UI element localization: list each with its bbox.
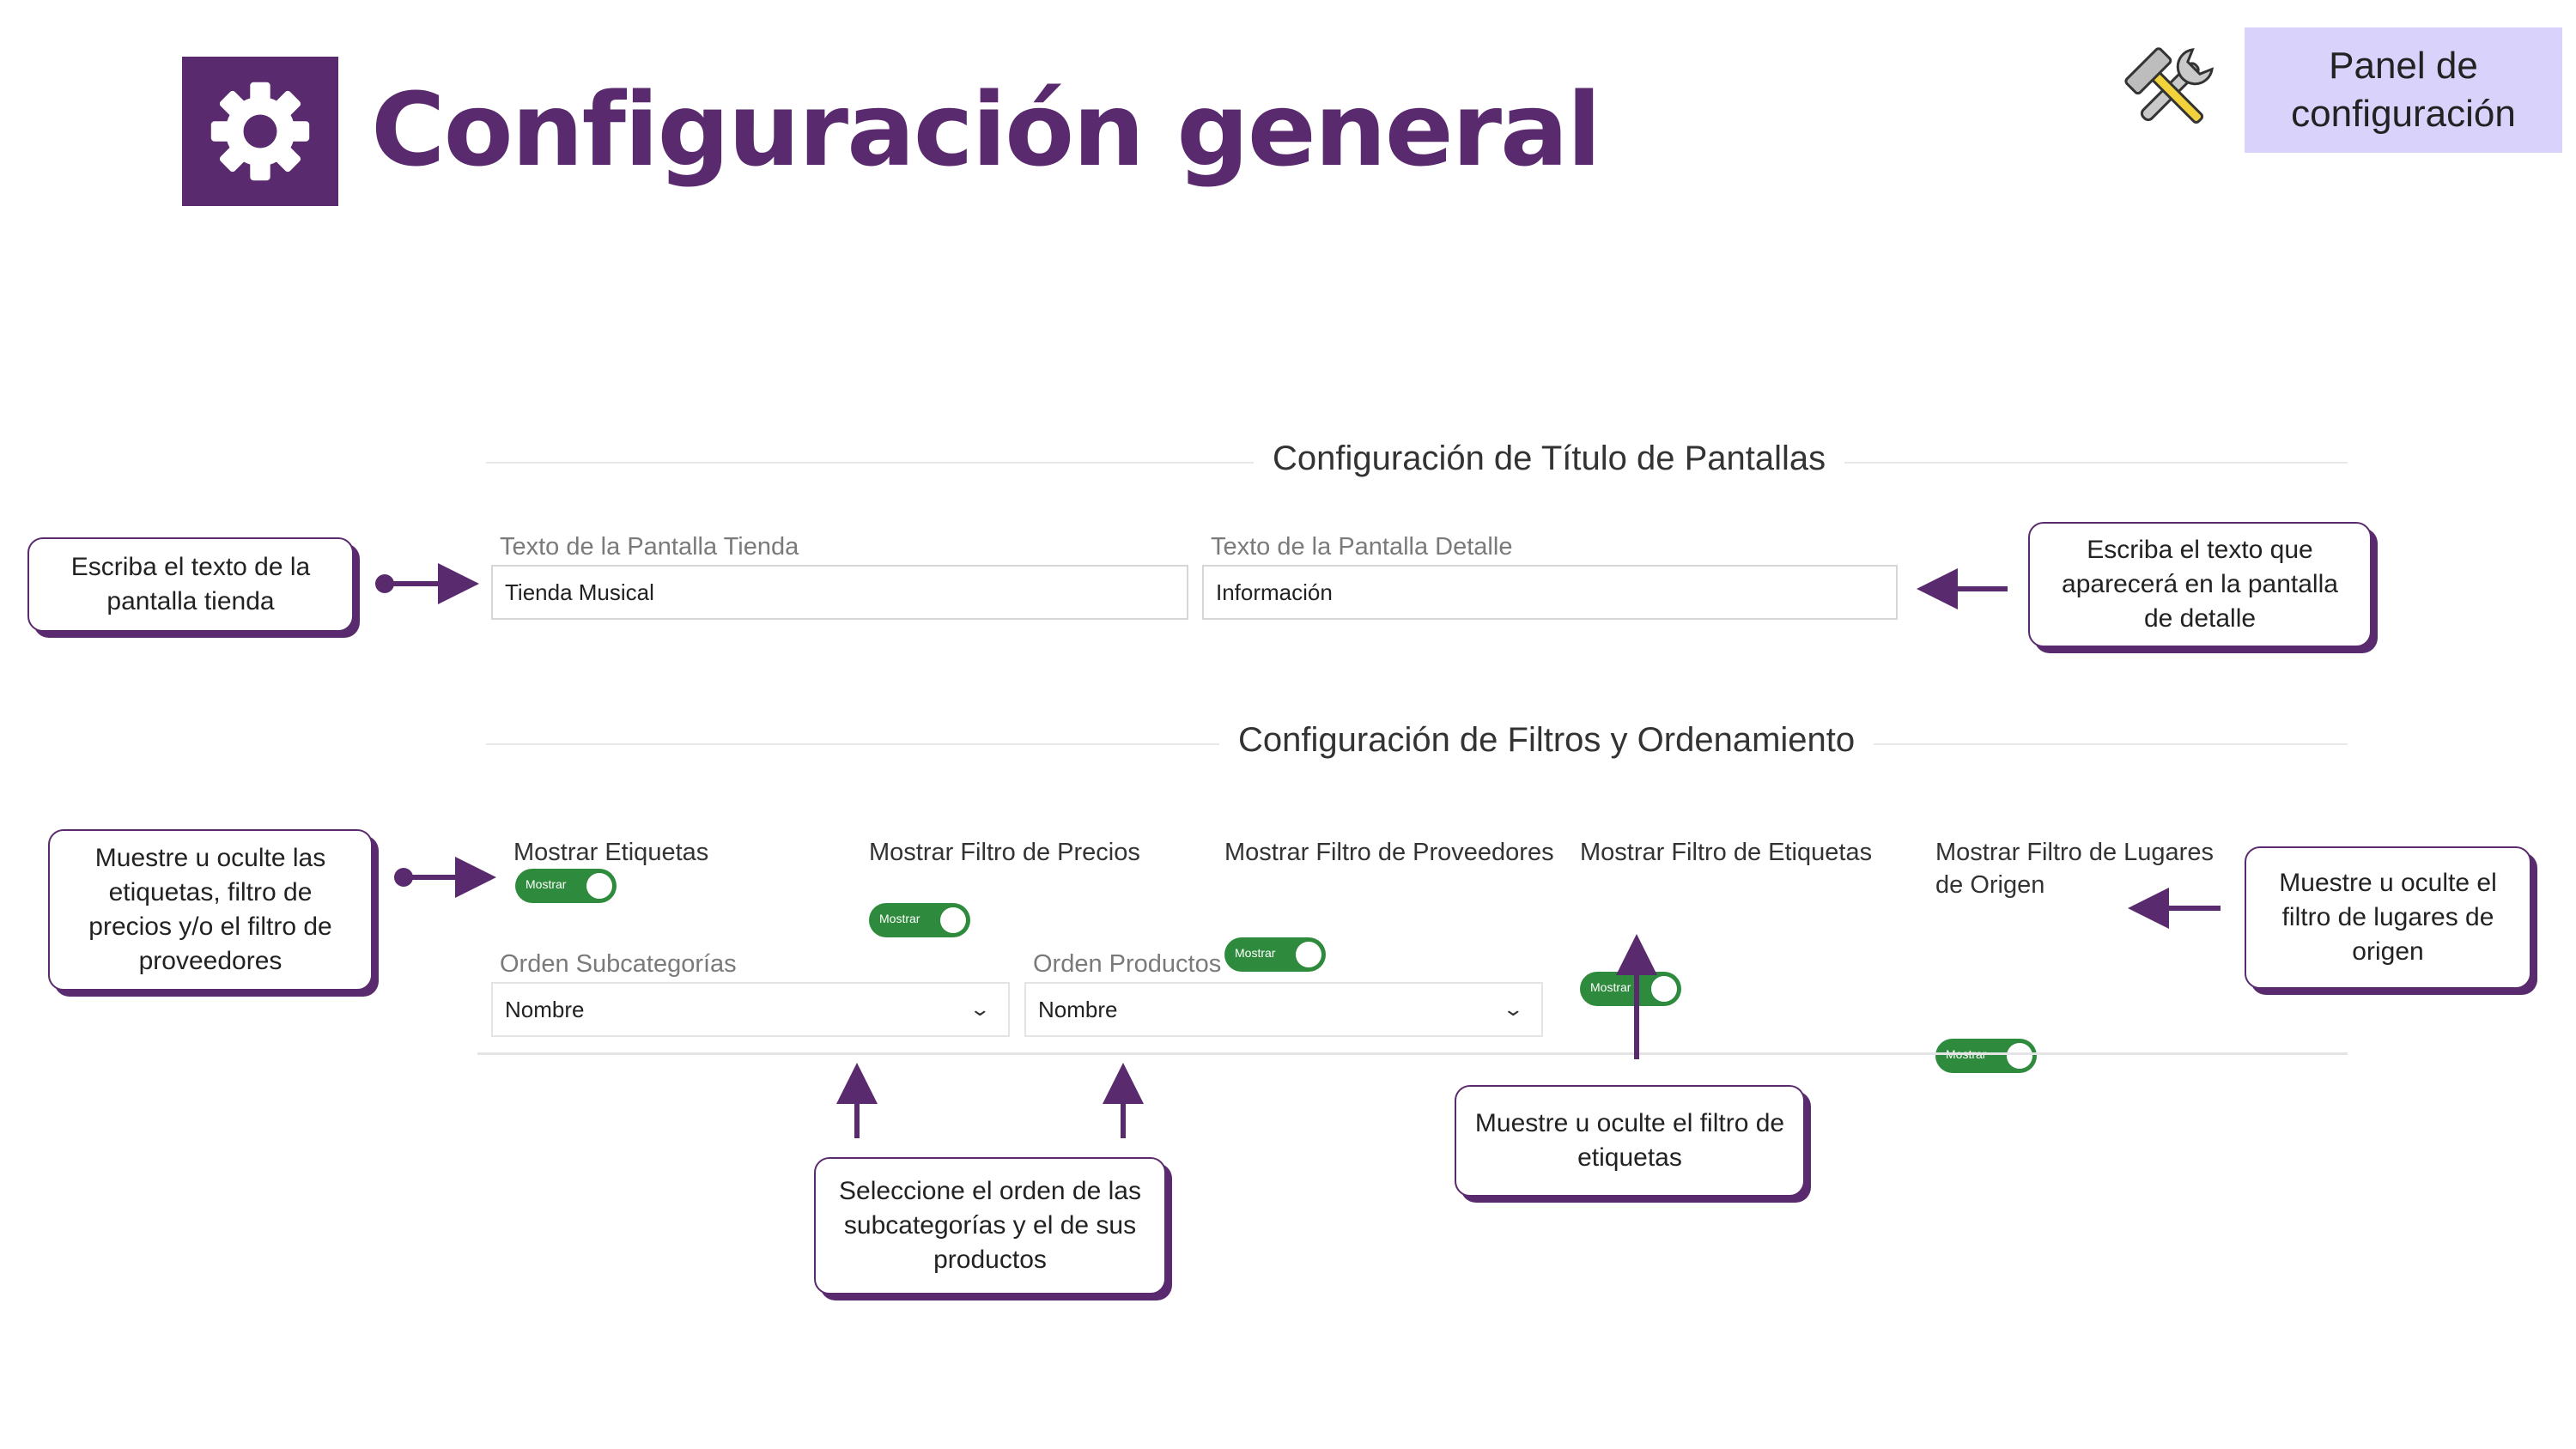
toggle-precios[interactable]: Mostrar (869, 903, 970, 937)
toggle-state-text: Mostrar (1590, 980, 1631, 994)
switch-label-lugares-origen: Mostrar Filtro de Lugares de Origen (1935, 839, 2214, 899)
panel-badge-line2: configuración (2291, 93, 2516, 135)
panel-badge-line1: Panel de (2329, 45, 2478, 87)
toggle-state-text: Mostrar (879, 912, 920, 925)
subcategory-order-label: Orden Subcategorías (500, 950, 737, 978)
switch-label-etiquetas: Mostrar Etiquetas (513, 839, 709, 866)
switch-label-filtro-etiquetas: Mostrar Filtro de Etiquetas (1580, 839, 1873, 866)
toggle-etiquetas[interactable]: Mostrar (515, 869, 617, 903)
detail-screen-input[interactable]: Información (1202, 565, 1898, 620)
product-order-select[interactable]: Nombre ⌄ (1024, 982, 1543, 1037)
chevron-down-icon: ⌄ (968, 998, 991, 1020)
callout-tag-filter: Muestre u oculte el filtro de etiquetas (1455, 1085, 1805, 1197)
detail-screen-label: Texto de la Pantalla Detalle (1211, 533, 1513, 561)
switch-label-precios: Mostrar Filtro de Precios (869, 839, 1140, 866)
page-title: Configuración general (371, 70, 1601, 189)
gear-icon (182, 57, 338, 206)
chevron-down-icon: ⌄ (1501, 998, 1524, 1020)
form-bottom-divider (477, 1052, 2348, 1055)
callout-order-select: Seleccione el orden de las subcategorías… (814, 1157, 1166, 1294)
callout-detail-text: Escriba el texto que aparecerá en la pan… (2028, 522, 2372, 647)
callout-show-filters: Muestre u oculte las etiquetas, filtro d… (48, 829, 373, 991)
store-screen-input[interactable]: Tienda Musical (491, 565, 1188, 620)
callout-origin-filter: Muestre u oculte el filtro de lugares de… (2245, 846, 2531, 989)
toggle-proveedores[interactable]: Mostrar (1224, 937, 1326, 972)
product-order-value: Nombre (1038, 996, 1118, 1022)
subcategory-order-select[interactable]: Nombre ⌄ (491, 982, 1010, 1037)
toggle-state-text: Mostrar (526, 877, 567, 891)
filters-section-heading: Configuración de Filtros y Ordenamiento (1219, 721, 1874, 760)
panel-badge: Panel de configuración (2245, 27, 2562, 153)
callout-store-text: Escriba el texto de la pantalla tienda (27, 537, 354, 632)
store-screen-label: Texto de la Pantalla Tienda (500, 533, 799, 561)
hammer-wrench-icon (2119, 39, 2222, 142)
toggle-state-text: Mostrar (1235, 946, 1276, 960)
toggle-filtro-etiquetas[interactable]: Mostrar (1580, 972, 1681, 1006)
titles-section-heading: Configuración de Título de Pantallas (1254, 440, 1845, 478)
subcategory-order-value: Nombre (505, 996, 585, 1022)
product-order-label: Orden Productos (1033, 950, 1222, 978)
switch-label-proveedores: Mostrar Filtro de Proveedores (1224, 839, 1554, 866)
